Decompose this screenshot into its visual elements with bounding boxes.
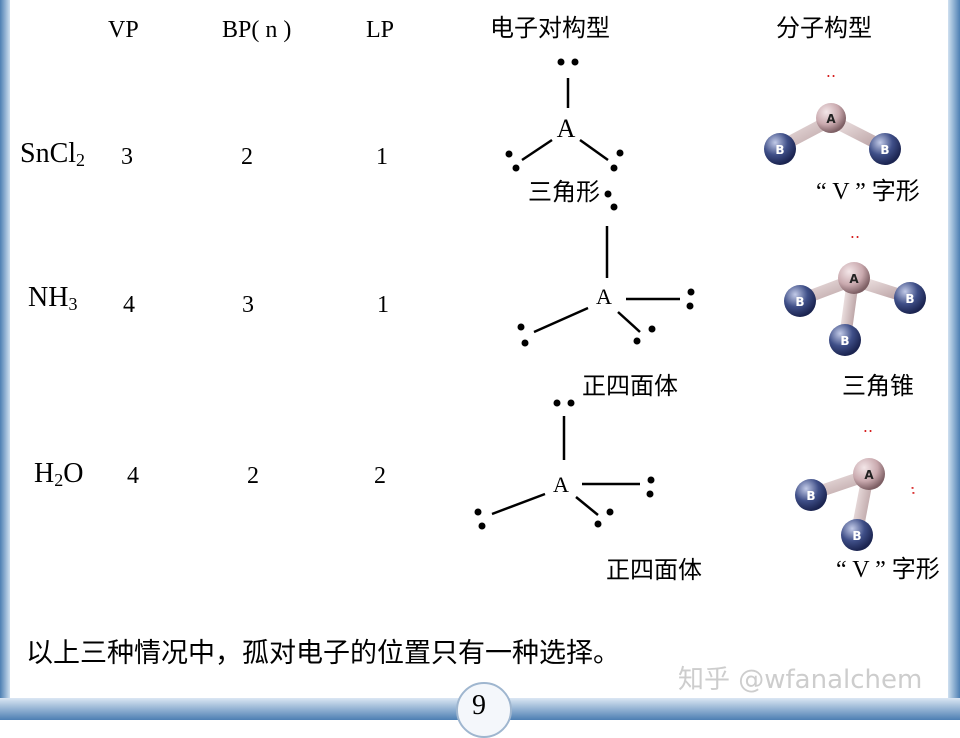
slide-left-border [0, 0, 10, 720]
ligand-atom-label: B [905, 292, 914, 306]
row2-vp: 4 [123, 292, 135, 318]
row3-molecular-geometry: “ V ” 字形 [836, 557, 940, 583]
ligand-atom-label: B [775, 143, 784, 157]
formula-sncl2: SnCl2 [20, 138, 86, 170]
slide-right-border [948, 0, 960, 720]
row1-vp: 3 [121, 144, 133, 170]
header-electron-pair-geometry: 电子对构型 [490, 14, 610, 42]
lone-pair-marker: .. [907, 483, 927, 496]
ligand-atom-label: B [795, 295, 804, 309]
tetrahedral-diagram-nh3: A [517, 190, 695, 347]
row2-bp: 3 [242, 292, 254, 318]
ligand-atom-label: B [852, 529, 861, 543]
row2-molecular-geometry: 三角锥 [842, 372, 914, 400]
ligand-atom-label: B [880, 143, 889, 157]
ball-stick-model-bent-2: .. .. A B B [795, 417, 928, 551]
central-atom-label: A [864, 468, 874, 482]
watermark: 知乎 @wfanalchem [678, 665, 923, 695]
ball-stick-model-bent-1: .. A B B [764, 62, 901, 165]
row3-lp: 2 [374, 463, 386, 489]
row3-vp: 4 [127, 463, 139, 489]
formula-h2o: H2O [34, 458, 84, 490]
trigonal-planar-diagram: A [505, 58, 624, 172]
electron-pair-diagrams: A A A .. A B B [474, 58, 928, 551]
header-lp: LP [366, 17, 395, 43]
ligand-atom-label: B [840, 334, 849, 348]
row1-molecular-geometry: “ V ” 字形 [816, 179, 920, 205]
page-number: 9 [472, 690, 486, 721]
central-atom-label: A [553, 472, 569, 497]
central-atom-label: A [596, 284, 612, 309]
central-atom-label: A [557, 114, 576, 143]
row1-electron-geometry: 三角形 [528, 178, 600, 206]
lone-pair-marker: .. [863, 417, 873, 436]
tetrahedral-diagram-h2o: A [474, 399, 655, 530]
header-bp: BP( n ) [222, 17, 292, 43]
conclusion-text: 以上三种情况中，孤对电子的位置只有一种选择。 [26, 638, 620, 669]
lone-pair-marker: .. [826, 62, 836, 81]
row1-bp: 2 [241, 144, 253, 170]
central-atom-label: A [826, 112, 836, 126]
row2-lp: 1 [377, 292, 389, 318]
central-atom-label: A [849, 272, 859, 286]
row3-electron-geometry: 正四面体 [606, 556, 702, 584]
header-molecular-geometry: 分子构型 [776, 14, 872, 42]
ball-stick-model-pyramidal: .. A B B B [784, 223, 926, 356]
row3-bp: 2 [247, 463, 259, 489]
row1-lp: 1 [376, 144, 388, 170]
ligand-atom-label: B [806, 489, 815, 503]
formula-nh3: NH3 [28, 282, 78, 314]
header-vp: VP [108, 17, 139, 43]
lone-pair-marker: .. [850, 223, 860, 242]
row2-electron-geometry: 正四面体 [582, 372, 678, 400]
